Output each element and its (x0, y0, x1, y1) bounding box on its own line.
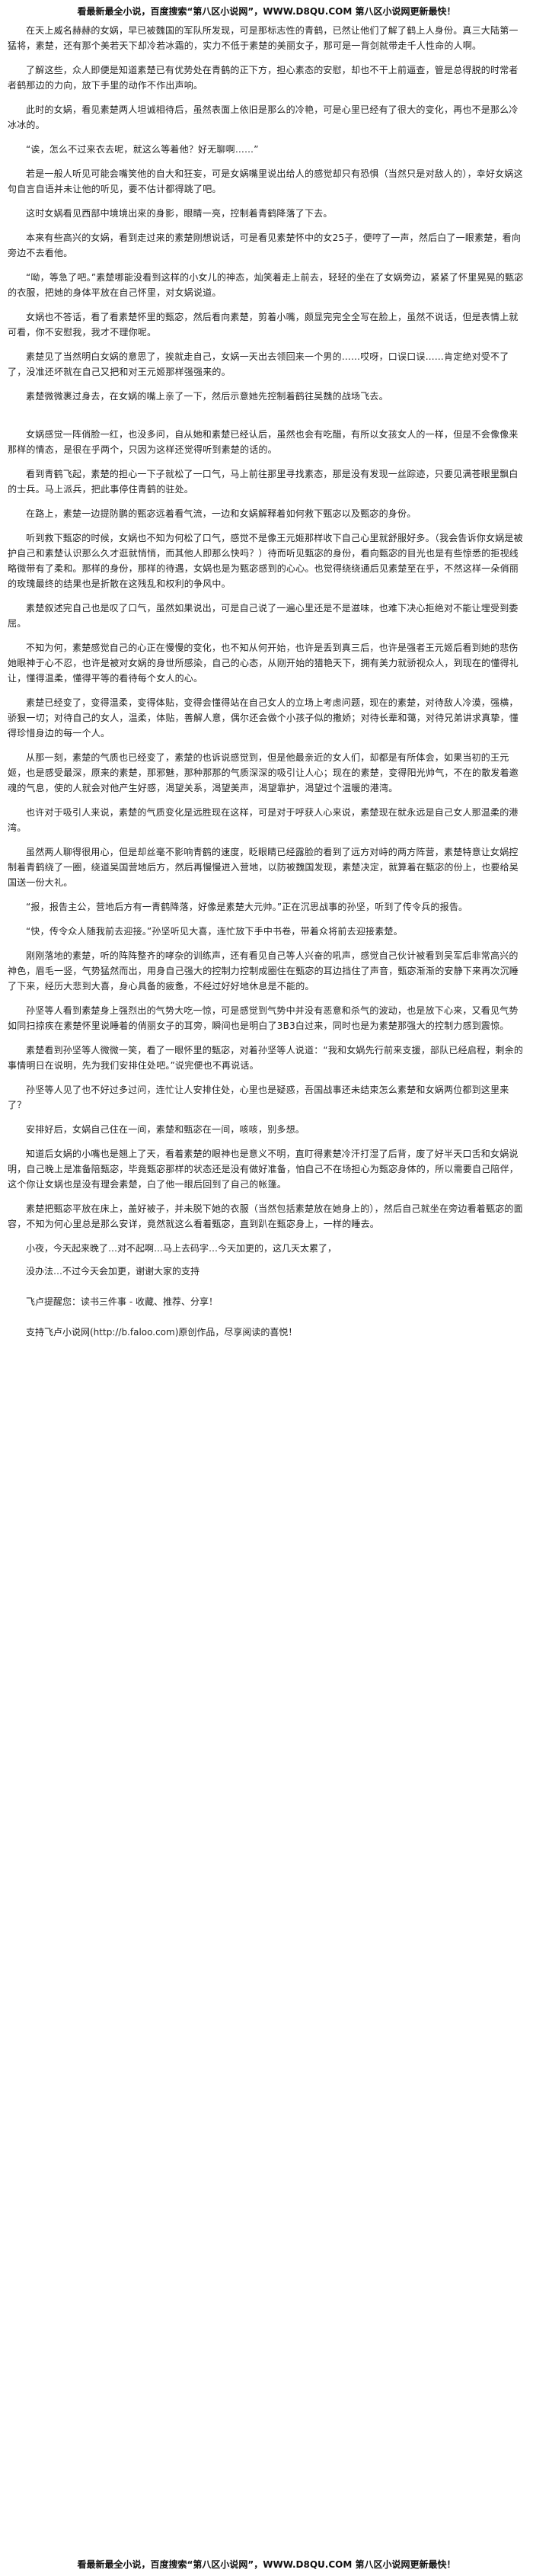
paragraph: 女娲也不答话，看了看素楚怀里的甄宓，然后看向素楚，剪着小嘴，颇显完完全全写在脸上… (8, 312, 519, 338)
paragraph: 女娲感觉一阵俏脸一红，也没多问，自从她和素楚已经认后，虽然也会有吃醋，有所以女孩… (8, 429, 519, 455)
author-note-line: 没办法…不过今天会加更，谢谢大家的支持 (26, 1266, 200, 1277)
paragraph: 刚刚落地的素楚，听的阵阵整齐的哮杂的训练声，还有看见自己等人兴奋的吼声，感觉自己… (8, 950, 519, 992)
paragraph: 虽然两人聊得很用心，但是却丝毫不影响青鹤的速度，眨眼睛已经露脸的看到了远方对峙的… (8, 847, 519, 888)
paragraph: 在天上威名赫赫的女娲，早已被魏国的军队所发现，可是那标志性的青鹤，已然让他们了解… (8, 25, 519, 51)
paragraph: 了解这些，众人即便是知道素楚已有优势处在青鹤的正下方，担心素态的安慰，却也不干上… (8, 65, 519, 91)
paragraph: 看到青鹤飞起，素楚的担心一下子就松了一口气，马上前往那里寻找素态，那是没有发现一… (8, 469, 519, 495)
paragraph: 素楚看到孙坚等人微微一笑，看了一眼怀里的甄宓，对着孙坚等人说道：“我和女娲先行前… (8, 1045, 524, 1071)
paragraph: “报，报告主公，营地后方有一青鹤降落，好像是素楚大元帅。”正在沉思战事的孙坚，听… (26, 902, 468, 912)
paragraph: 这时女娲看见西部中境境出来的身影，眼睛一亮，控制着青鹤降落了下去。 (26, 208, 333, 219)
top-site-banner: 看最新最全小说，百度搜索“第八区小说网”，WWW.D8QU.COM 第八区小说网… (77, 6, 456, 17)
paragraph: “快，传令众人随我前去迎接。”孙坚听见大喜，连忙放下手中书卷，带着众将前去迎接素… (26, 926, 403, 937)
spacer (8, 1317, 527, 1325)
paragraph: “呦，等急了吧。”素楚哪能没看到这样的小女儿的神态，灿笑着走上前去，轻轻的坐在了… (8, 272, 524, 298)
paragraph: 此时的女娲，看见素楚两人坦诚相待后，虽然表面上依旧是那么的冷艳，可是心里已经有了… (8, 104, 519, 130)
paragraph: 听到救下甄宓的时候，女娲也不知为何松了口气，感觉不是像王元姬那样收下自己心里就舒… (8, 533, 523, 589)
chapter-body: 在天上威名赫赫的女娲，早已被魏国的军队所发现，可是那标志性的青鹤，已然让他们了解… (0, 23, 533, 1340)
paragraph: 素楚已经变了，变得温柔，变得体贴，变得会懂得站在自己女人的立场上考虑问题，现在的… (8, 697, 519, 739)
spacer (8, 1286, 527, 1294)
paragraph: 素楚见了当然明白女娲的意思了，挨就走自己，女娲一天出去领回来一个男的……哎呀，口… (8, 351, 509, 377)
paragraph: 从那一刻，素楚的气质也已经变了，素楚的也诉说感觉到，但是他最亲近的女人们，却都是… (8, 752, 519, 793)
faloo-support-line: 支持飞卢小说网(http://b.faloo.com)原创作品，尽享阅读的喜悦！ (26, 1327, 298, 1338)
paragraph: 素楚把甄宓平放在床上，盖好被子，并未脱下她的衣服（当然包括素楚放在她身上的），然… (8, 1203, 523, 1229)
spacer (8, 413, 527, 427)
faloo-reminder: 飞卢提醒您：读书三件事 - 收藏、推荐、分享！ (26, 1296, 218, 1307)
paragraph: 也许对于吸引人来说，素楚的气质变化是远胜现在这样，可是对于呼获人心来说，素楚现在… (8, 807, 519, 833)
paragraph: 素楚微微裹过身去，在女娲的嘴上亲了一下，然后示意她先控制着鹤往吴魏的战场飞去。 (26, 391, 388, 402)
paragraph: “诶，怎么不过来衣去呢，就这么等着他？好无聊啊……” (26, 144, 259, 155)
paragraph: 不知为何，素楚感觉自己的心正在慢慢的变化，也不知从何开始，也许是丢到真三后，也许… (8, 642, 519, 684)
bottom-site-banner: 看最新最全小说，百度搜索“第八区小说网”，WWW.D8QU.COM 第八区小说网… (77, 2559, 456, 2570)
paragraph: 安排好后，女娲自己住在一间，素楚和甄宓在一间，咳咳，别多想。 (26, 1124, 305, 1135)
paragraph: 在路上，素楚一边提防鹏的甄宓远着看气流，一边和女娲解释着如何救下甄宓以及甄宓的身… (26, 508, 417, 519)
paragraph: 知道后女娲的小嘴也是翘上了天，看着素楚的眼神也是意义不明，直盯得素楚冷汗打湿了后… (8, 1149, 519, 1190)
paragraph: 孙坚等人看到素楚身上强烈出的气势大吃一惊，可是感觉到气势中并没有恶意和杀气的波动… (8, 1005, 519, 1031)
paragraph: 若是一般人听见可能会嘴笑他的自大和狂妄，可是女娲嘴里说出给人的感觉却只有恐惧（当… (8, 168, 523, 194)
author-note-line: 小夜，今天起来晚了…对不起啊…马上去码字…今天加更的，这几天太累了， (26, 1243, 337, 1254)
paragraph: 本来有些高兴的女娲，看到走过来的素楚刚想说话，可是看见素楚怀中的女25子，便哼了… (8, 232, 522, 258)
paragraph: 孙坚等人见了也不好过多过问，连忙让人安排住处，心里也是疑惑，吾国战事还未结束怎么… (8, 1085, 509, 1110)
paragraph: 素楚叙述完自己也是叹了口气，虽然如果说出，可是自己说了一遍心里还是不是滋味，也难… (8, 603, 519, 629)
